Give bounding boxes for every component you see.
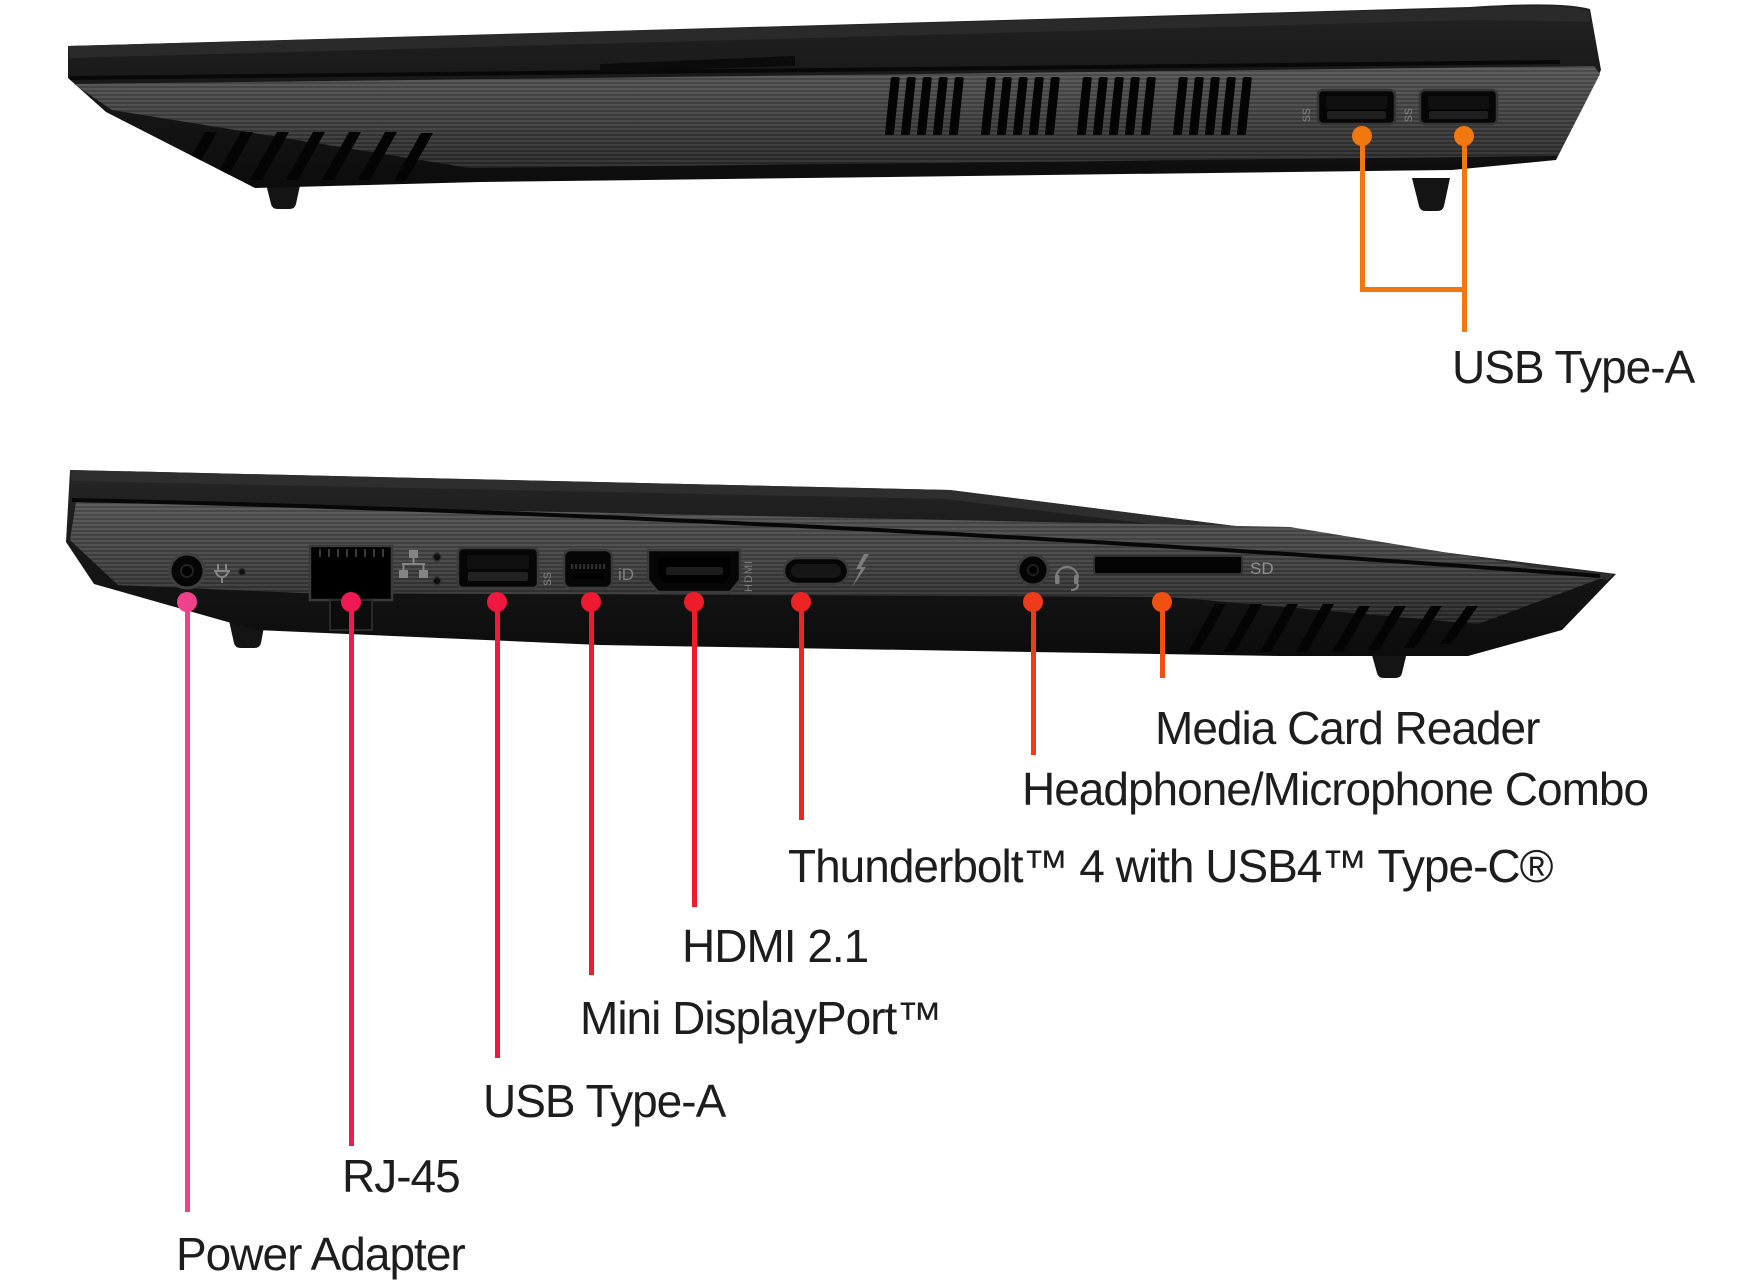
usb-a-port-2 [1418,88,1499,126]
laptop-lid-edge [68,6,1590,58]
power-plug-icon [214,564,230,583]
mini-displayport-port [562,548,614,590]
callout-line [184,604,190,1212]
usb-speed-icon: ss [538,572,554,586]
callout-line [494,604,500,1058]
label-thunderbolt: Thunderbolt™ 4 with USB4™ Type-C® [788,840,1553,892]
label-usb-type-a-top: USB Type-A [1452,341,1695,393]
label-media-card: Media Card Reader [1155,702,1540,754]
usb-a-port-1 [1316,88,1397,126]
laptop-bottom-left-side-view: ss iD HDMI [66,470,1616,678]
callout-dot [1152,592,1172,612]
usb-speed-icon: ss [1297,108,1313,122]
callout-dot [684,592,704,612]
callout-line [1359,287,1467,292]
callout-dot [1023,592,1043,612]
displayport-icon: iD [618,565,634,584]
power-led [237,567,247,577]
callout-dot [1454,126,1474,146]
ethernet-led [432,576,442,586]
sd-marking: SD [1250,559,1274,578]
callout-dot [177,592,197,612]
chassis-seam [71,498,1601,578]
callout-line [1359,140,1365,292]
callout-line [348,604,354,1146]
headset-icon [1054,565,1080,592]
label-rj45: RJ-45 [342,1150,461,1202]
ethernet-led [432,552,442,562]
callout-dot [791,592,811,612]
callout-dot [1352,126,1372,146]
label-mini-displayport: Mini DisplayPort™ [580,992,942,1044]
callout-line [798,604,804,820]
laptop-lid-edge [70,470,1614,580]
usb-speed-icon: ss [1399,108,1415,122]
hdmi-marking: HDMI [743,560,755,592]
callout-line [588,604,594,975]
label-hdmi: HDMI 2.1 [682,920,869,972]
sd-card-slot [1093,555,1243,575]
callout-dot [581,592,601,612]
usb-c-port [782,556,850,586]
hdmi-port [646,548,742,594]
side-vent-grille [885,77,1252,135]
chassis-seam [69,60,1561,80]
headphone-jack [1016,553,1050,587]
diagonal-vent-grille [1188,604,1478,652]
callout-dot [487,592,507,612]
callout-dot [341,592,361,612]
callout-line [691,604,697,907]
callout-line [1030,604,1036,755]
ethernet-icon [399,550,428,578]
callout-line [1461,140,1467,332]
power-adapter-port [168,552,206,590]
label-headphone-combo: Headphone/Microphone Combo [1022,763,1649,815]
rubber-foot [1412,178,1450,211]
callout-line [1159,604,1165,678]
diagonal-vent-grille [178,132,433,181]
label-power-adapter: Power Adapter [176,1228,466,1280]
thunderbolt-icon [852,554,869,587]
chassis-notch [600,56,795,72]
label-usb-type-a: USB Type-A [483,1075,726,1127]
laptop-top-right-side-view: ss ss [68,4,1601,211]
usb-a-port [456,546,540,590]
brushed-texture [74,66,1600,168]
